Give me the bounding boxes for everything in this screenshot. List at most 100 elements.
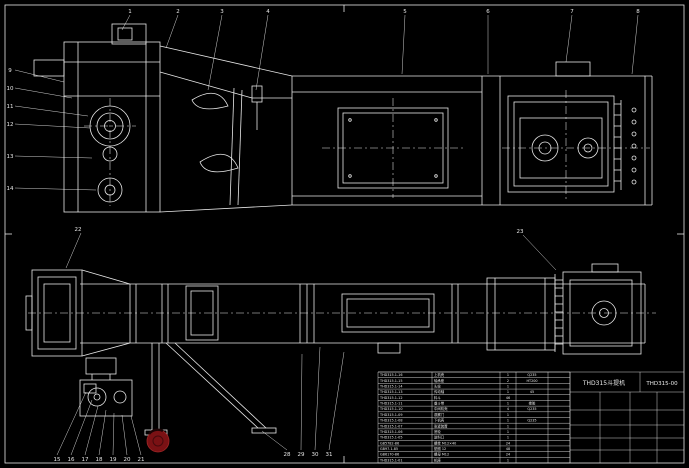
bom-qty: 48 bbox=[506, 447, 510, 451]
bom-qty: 2 bbox=[507, 379, 509, 383]
bom-code: THD315.1-10 bbox=[379, 407, 402, 411]
drawing-border bbox=[4, 4, 685, 464]
bom-qty: 1 bbox=[507, 390, 509, 394]
callout-number: 2 bbox=[176, 9, 180, 15]
callout-number: 17 bbox=[82, 457, 89, 463]
bom-code: GB6170-86 bbox=[380, 453, 399, 457]
bom-material: Q235 bbox=[527, 419, 536, 423]
bom-code: THD315.1-06 bbox=[379, 430, 402, 434]
bom-name: 螺母 M12 bbox=[434, 452, 449, 457]
callout-number: 7 bbox=[570, 9, 574, 15]
bom-qty: 1 bbox=[507, 436, 509, 440]
callout-number: 22 bbox=[75, 227, 82, 233]
callout-number: 18 bbox=[96, 457, 103, 463]
bom-name: 观察门 bbox=[434, 412, 445, 417]
bom-name: 轴承座 bbox=[434, 378, 445, 383]
bom-material: 45 bbox=[530, 390, 534, 394]
bom-code: THD315.1-11 bbox=[379, 402, 402, 406]
bom-code: THD315.1-14 bbox=[379, 384, 402, 388]
bom-qty: 1 bbox=[507, 424, 509, 428]
bom-qty: 1 bbox=[507, 413, 509, 417]
drawing-title: THD315斗提机 bbox=[582, 379, 625, 387]
callout-number: 6 bbox=[486, 9, 490, 15]
callout-number: 1 bbox=[128, 9, 132, 15]
bom-code: THD315.1-12 bbox=[379, 396, 402, 400]
bom-code: THD315.1-08 bbox=[379, 419, 402, 423]
support-brace bbox=[165, 342, 259, 429]
bom-name: 料斗 bbox=[434, 395, 441, 400]
drive-motor-box bbox=[111, 23, 147, 45]
bom-name: 螺栓 M12×40 bbox=[434, 440, 456, 445]
bom-name: 机座 bbox=[434, 457, 441, 462]
boot-assembly bbox=[85, 357, 117, 375]
drawing-number: THD315-00 bbox=[645, 381, 678, 387]
bom-code: THD315.1-05 bbox=[379, 436, 402, 440]
callout-number: 15 bbox=[54, 457, 61, 463]
callout-number: 30 bbox=[312, 452, 319, 458]
upper-view-side-elevation bbox=[33, 23, 653, 213]
bom-code: GB5782-86 bbox=[380, 441, 399, 445]
callout-number: 16 bbox=[68, 457, 75, 463]
callout-number: 10 bbox=[7, 86, 14, 92]
bom-qty: 1 bbox=[507, 419, 509, 423]
callout-number: 11 bbox=[7, 104, 14, 110]
callout-number: 19 bbox=[110, 457, 117, 463]
bom-name: 头轮 bbox=[434, 383, 441, 388]
lower-view-plan bbox=[25, 263, 656, 436]
bom-qty: 1 bbox=[507, 373, 509, 377]
bucket-scoop bbox=[199, 154, 239, 173]
bom-qty: 24 bbox=[506, 453, 510, 457]
callout-number: 3 bbox=[220, 9, 224, 15]
bom-qty: 1 bbox=[507, 402, 509, 406]
bom-material: 橡胶 bbox=[529, 401, 536, 406]
bom-qty: 46 bbox=[506, 396, 510, 400]
callout-number: 31 bbox=[326, 452, 333, 458]
callout-number: 12 bbox=[7, 122, 14, 128]
bom-material: Q235 bbox=[527, 373, 536, 377]
bom-code: THD315.1-13 bbox=[379, 390, 402, 394]
callout-number: 14 bbox=[7, 186, 14, 192]
bom-qty: 24 bbox=[506, 441, 510, 445]
bom-name: 畚斗带 bbox=[434, 401, 445, 406]
red-seal-stamp bbox=[146, 428, 170, 453]
callout-number: 9 bbox=[8, 68, 12, 74]
callout-number: 29 bbox=[298, 452, 305, 458]
callout-number: 13 bbox=[7, 154, 14, 160]
bom-code: THD315.1-07 bbox=[379, 424, 402, 428]
bom-name: 垫圈 12 bbox=[434, 446, 446, 451]
bom-name: 中间机壳 bbox=[434, 406, 448, 411]
bom-name: 进料口 bbox=[434, 435, 444, 440]
bom-qty: 4 bbox=[507, 407, 509, 411]
bom-name: 底轮 bbox=[434, 429, 441, 434]
bom-qty: 1 bbox=[507, 384, 509, 388]
bom-name: 传动轴 bbox=[434, 389, 445, 394]
bom-material: Q235 bbox=[527, 407, 536, 411]
plan-cover bbox=[341, 293, 435, 333]
bom-qty: 1 bbox=[507, 430, 509, 434]
bom-code: THD315.1-15 bbox=[379, 379, 402, 383]
callout-number: 28 bbox=[284, 452, 291, 458]
bom-name: 张紧装置 bbox=[434, 423, 448, 428]
bom-name: 下机壳 bbox=[434, 418, 445, 423]
callout-number: 20 bbox=[124, 457, 131, 463]
drive-top-box bbox=[555, 61, 591, 77]
plan-hatch bbox=[185, 285, 219, 341]
callout-number: 23 bbox=[517, 229, 524, 235]
bom-code: GB97.1-85 bbox=[380, 447, 398, 451]
title-block bbox=[378, 371, 684, 463]
bom-material: HT200 bbox=[526, 379, 537, 383]
callout-number: 8 bbox=[636, 9, 640, 15]
callout-number: 5 bbox=[403, 9, 407, 15]
head-bracket bbox=[33, 59, 65, 77]
callout-number: 21 bbox=[138, 457, 145, 463]
bom-code: THD315.1-16 bbox=[379, 373, 402, 377]
bucket-scoop bbox=[191, 92, 229, 110]
callout-number: 4 bbox=[266, 9, 270, 15]
bom-qty: 1 bbox=[507, 458, 509, 462]
bom-code: THD315.1-09 bbox=[379, 413, 402, 417]
bom-name: 上机壳 bbox=[434, 372, 445, 377]
bom-code: THD315.1-01 bbox=[379, 458, 402, 462]
